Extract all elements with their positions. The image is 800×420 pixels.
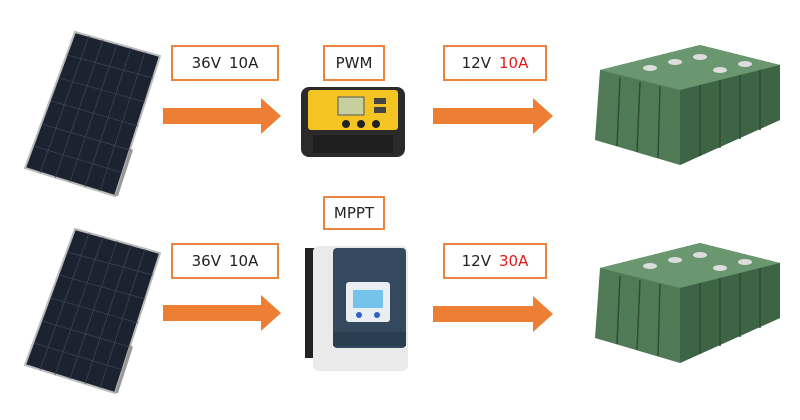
pwm-controller-image: [301, 87, 405, 157]
controller-type: PWM: [335, 54, 373, 72]
output-current: 30A: [499, 252, 529, 270]
controller-label-2: MPPT: [323, 196, 385, 230]
output-voltage: 12V: [461, 252, 491, 270]
battery-pack-2: [595, 243, 780, 363]
input-current: 10A: [229, 54, 259, 72]
solar-panel-1: [23, 30, 162, 198]
mppt-controller-image: [305, 246, 408, 371]
input-voltage: 36V: [191, 54, 221, 72]
battery-pack-1: [595, 45, 780, 165]
arrow-right-icon: [163, 98, 281, 134]
input-label-2: 36V 10A: [171, 243, 279, 279]
output-voltage: 12V: [461, 54, 491, 72]
input-current: 10A: [229, 252, 259, 270]
output-label-1: 12V 10A: [443, 45, 547, 81]
input-label-1: 36V 10A: [171, 45, 279, 81]
input-voltage: 36V: [191, 252, 221, 270]
output-current: 10A: [499, 54, 529, 72]
arrow-right-icon: [433, 98, 553, 134]
arrow-right-icon: [163, 295, 281, 331]
solar-panel-2: [23, 227, 162, 395]
controller-label-1: PWM: [323, 45, 385, 81]
output-label-2: 12V 30A: [443, 243, 547, 279]
arrow-right-icon: [433, 296, 553, 332]
controller-type: MPPT: [333, 204, 375, 222]
